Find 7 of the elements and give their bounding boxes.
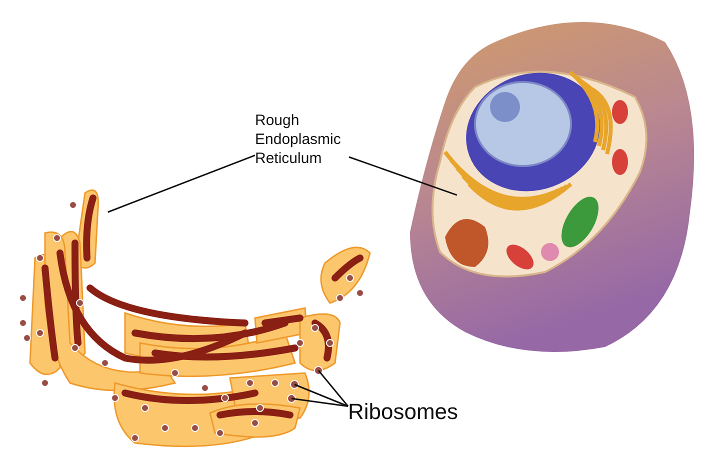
leader-line xyxy=(294,384,348,407)
leader-line xyxy=(108,154,256,213)
leader-line xyxy=(318,370,349,407)
leader-line xyxy=(291,398,348,407)
leader-line xyxy=(348,156,458,196)
structure-label: Ribosomes xyxy=(348,398,460,426)
structure-label: Rough Endoplasmic Reticulum xyxy=(255,112,342,168)
